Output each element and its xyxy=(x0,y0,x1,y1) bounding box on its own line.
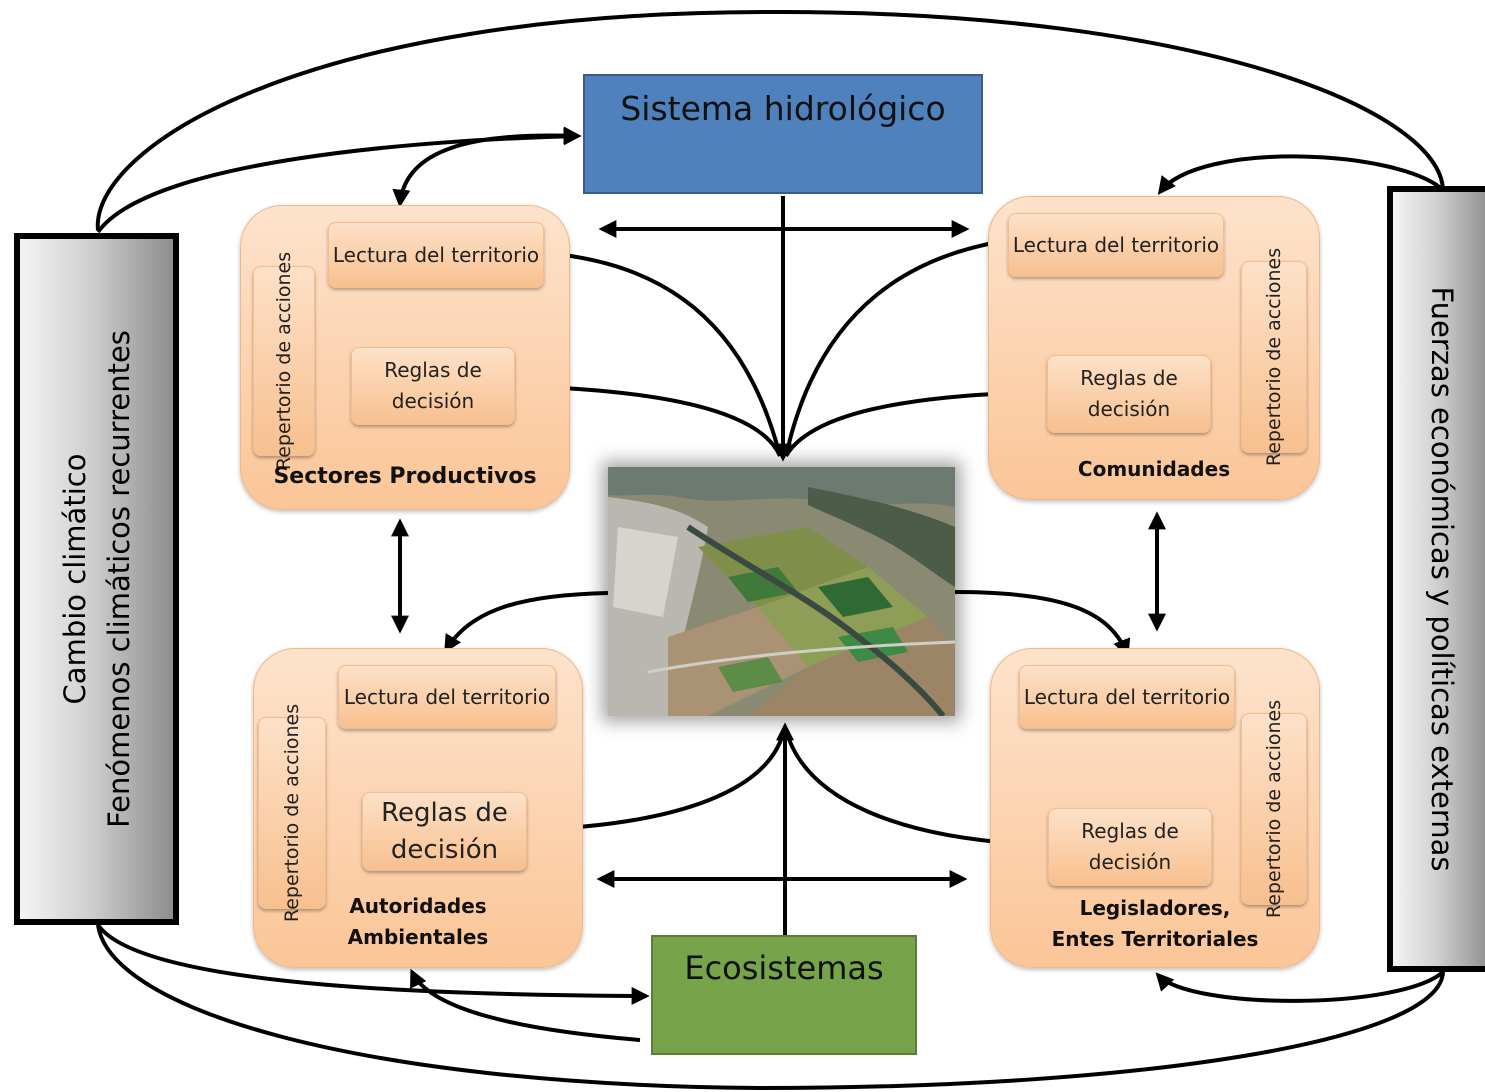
comunidades-title: Comunidades xyxy=(1077,457,1231,481)
legisladores-repertorio-label: Repertorio de acciones xyxy=(1263,699,1286,919)
autoridades-reglas-box: Reglas de decisión xyxy=(362,792,527,871)
autoridades-lectura-box: Lectura del territorio xyxy=(338,665,556,729)
autoridades-title-line2: Ambientales xyxy=(347,925,489,949)
legisladores-title-line1: Legisladores, xyxy=(1079,896,1231,920)
legisladores-title-line2: Entes Territoriales xyxy=(1051,927,1259,951)
actor-autoridades-ambientales: Lectura del territorio Repertorio de acc… xyxy=(253,648,583,968)
legisladores-title: Legisladores, Entes Territoriales xyxy=(991,893,1319,955)
legisladores-reglas-box: Reglas de decisión xyxy=(1048,808,1212,886)
comunidades-lectura-box: Lectura del territorio xyxy=(1008,213,1224,277)
hydro-system-label: Sistema hidrológico xyxy=(620,89,946,128)
autoridades-repertorio-box: Repertorio de acciones xyxy=(258,704,326,922)
sectores-reglas-box: Reglas de decisión xyxy=(351,347,515,425)
sectores-reglas-label: Reglas de decisión xyxy=(384,358,482,413)
autoridades-repertorio-label: Repertorio de acciones xyxy=(281,703,304,923)
climate-change-text: Cambio climático Fenómenos climáticos re… xyxy=(53,330,141,828)
legisladores-lectura-label: Lectura del territorio xyxy=(1023,684,1231,709)
sectores-lectura-label: Lectura del territorio xyxy=(332,242,540,267)
legisladores-lectura-box: Lectura del territorio xyxy=(1019,665,1235,729)
climate-change-line2: Fenómenos climáticos recurrentes xyxy=(101,330,136,828)
external-forces-box: Fuerzas económicas y políticas externas xyxy=(1387,186,1485,972)
comunidades-reglas-label: Reglas de decisión xyxy=(1080,366,1178,421)
ecosystems-label: Ecosistemas xyxy=(684,949,884,987)
arrow-photo-to-autoridades-lectura xyxy=(444,591,609,654)
sectores-lectura-box: Lectura del territorio xyxy=(328,222,544,288)
sectores-repertorio-box: Repertorio de acciones xyxy=(253,252,315,470)
outer-loop-bottom xyxy=(96,924,1445,1091)
arrow-bottomloop-to-autoridades xyxy=(410,968,641,1042)
outer-loop-top xyxy=(95,9,1445,231)
arrow-photo-to-comunidades-lectura xyxy=(784,234,1008,457)
autoridades-lectura-label: Lectura del territorio xyxy=(343,684,551,709)
hydro-system-box: Sistema hidrológico xyxy=(583,74,983,194)
autoridades-title: Autoridades Ambientales xyxy=(254,891,582,953)
sectores-repertorio-label: Repertorio de acciones xyxy=(273,251,296,471)
arrow-photo-to-sectores-lectura xyxy=(543,245,782,457)
arrow-climate-to-eco xyxy=(96,923,650,1005)
arrow-toploop-to-sectores xyxy=(392,126,582,208)
actor-legisladores: Lectura del territorio Repertorio de acc… xyxy=(990,648,1320,968)
aerial-landscape-image xyxy=(608,467,955,716)
actor-sectores-productivos: Lectura del territorio Repertorio de acc… xyxy=(240,205,570,510)
territory-aerial-photo xyxy=(608,467,955,716)
arrow-photo-to-legisladores-lectura xyxy=(954,590,1131,658)
comunidades-repertorio-label: Repertorio de acciones xyxy=(1263,247,1286,467)
climate-change-box: Cambio climático Fenómenos climáticos re… xyxy=(14,233,179,925)
legisladores-repertorio-box: Repertorio de acciones xyxy=(1241,700,1307,918)
sectores-title: Sectores Productivos xyxy=(273,464,537,489)
legisladores-reglas-label: Reglas de decisión xyxy=(1081,819,1179,874)
autoridades-title-line1: Autoridades xyxy=(349,894,487,918)
arrow-forces-to-comunidades xyxy=(1157,154,1445,195)
actor-comunidades: Lectura del territorio Repertorio de acc… xyxy=(988,196,1320,500)
comunidades-repertorio-box: Repertorio de acciones xyxy=(1241,248,1307,466)
ecosystems-box: Ecosistemas xyxy=(651,935,917,1055)
comunidades-reglas-box: Reglas de decisión xyxy=(1047,355,1211,433)
arrow-forces-to-legisladores xyxy=(1155,970,1445,1003)
external-forces-label: Fuerzas económicas y políticas externas xyxy=(1425,286,1459,872)
autoridades-reglas-label: Reglas de decisión xyxy=(381,797,508,865)
arrow-autoridades-reglas-to-photo xyxy=(526,729,786,832)
climate-change-line1: Cambio climático xyxy=(57,453,92,705)
comunidades-lectura-label: Lectura del territorio xyxy=(1012,232,1220,257)
